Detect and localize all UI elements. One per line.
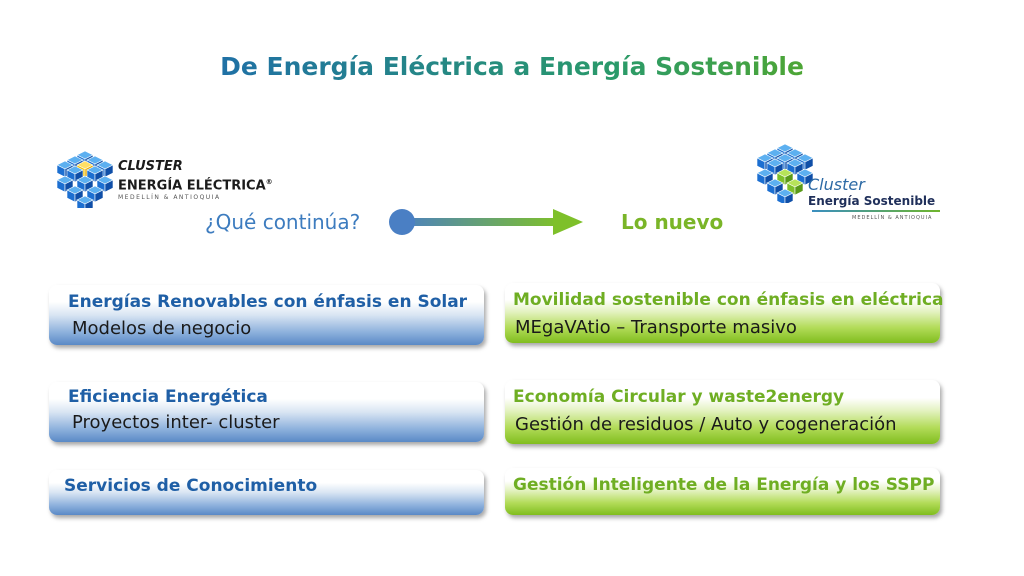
right-item-title: Gestión Inteligente de la Energía y los …: [513, 475, 935, 495]
right-item-1: Movilidad sostenible con énfasis en eléc…: [505, 283, 944, 343]
left-item-subtitle: Proyectos inter- cluster: [72, 412, 280, 433]
right-item-2: Economía Circular y waste2energy Gestión…: [505, 380, 940, 444]
cluster-energia-electrica-logo: CLUSTER ENERGÍA ELÉCTRICA® MEDELLÍN & AN…: [54, 150, 273, 210]
left-item-3: Servicios de Conocimiento: [49, 470, 484, 515]
gradient-arrow-icon: [389, 209, 583, 235]
left-item-2: Eficiencia Energética Proyectos inter- c…: [49, 382, 484, 442]
blue-green-cube-cluster-icon: [756, 143, 814, 203]
page-title: De Energía Eléctrica a Energía Sostenibl…: [0, 52, 1024, 81]
left-item-subtitle: Modelos de negocio: [72, 318, 252, 339]
logo-line-1: Cluster: [808, 175, 865, 194]
left-label: ¿Qué continúa?: [205, 210, 361, 234]
right-item-title: Economía Circular y waste2energy: [513, 387, 845, 407]
logo-line-2: Energía Sostenible: [808, 194, 936, 208]
right-item-subtitle: Gestión de residuos / Auto y cogeneració…: [515, 414, 897, 435]
left-item-1: Energías Renovables con énfasis en Solar…: [49, 285, 484, 345]
left-item-title: Servicios de Conocimiento: [64, 476, 318, 496]
logo-line-3: MEDELLÍN & ANTIOQUIA: [118, 194, 221, 201]
right-item-3: Gestión Inteligente de la Energía y los …: [505, 468, 940, 515]
logo-line-1: CLUSTER: [118, 159, 183, 174]
logo-line-3: MEDELLÍN & ANTIOQUIA: [852, 215, 933, 221]
logo-rule: [812, 210, 940, 212]
right-item-title: Movilidad sostenible con énfasis en eléc…: [513, 290, 944, 310]
logo-line-2: ENERGÍA ELÉCTRICA®: [118, 178, 273, 194]
cluster-energia-sostenible-logo: Cluster Energía Sostenible MEDELLÍN & AN…: [756, 143, 946, 223]
right-item-subtitle: MEgaVAtio – Transporte masivo: [515, 317, 797, 338]
left-item-title: Eficiencia Energética: [68, 387, 268, 407]
right-label: Lo nuevo: [621, 210, 724, 234]
left-item-title: Energías Renovables con énfasis en Solar: [68, 292, 468, 312]
blue-cube-cluster-icon: [56, 150, 114, 208]
